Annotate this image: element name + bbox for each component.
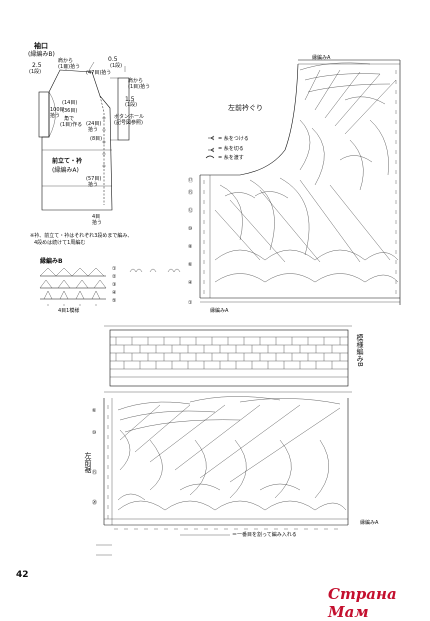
hem-row-num-15: ⑮ <box>92 470 98 476</box>
edging-a-bottom-label: 縁編みA <box>210 308 229 314</box>
row-num-12: ⑫ <box>188 208 194 214</box>
pickup-100-label-2: 拾う <box>50 113 61 119</box>
legend-join: = 糸をつける <box>218 136 249 142</box>
dim-0-5: 0.5 <box>108 56 118 63</box>
pickup-57-label: (57目) <box>86 176 102 182</box>
edging-b-chart <box>39 267 181 306</box>
row-num-1: ① <box>188 300 193 306</box>
buttonhole-label-2: (記号図参照) <box>114 120 143 126</box>
edging-b-row-3: ③ <box>112 282 117 288</box>
neck-pick-right: 肩から <box>128 78 144 84</box>
pickup-arrows <box>65 61 126 73</box>
edging-a-hem-label: 縁編みA <box>360 520 379 526</box>
edging-b-repeat: 4目1模様 <box>58 308 80 314</box>
dim-0-5-unit: (1段) <box>110 63 123 69</box>
dim-2-5: 2.5 <box>32 62 42 69</box>
body-outline <box>41 69 113 211</box>
cut-yarn-symbol <box>208 147 215 153</box>
row-num-6: ⑥ <box>188 262 193 268</box>
pickup-24-label-2: 拾う <box>88 127 99 133</box>
front-band-title: 前立て・衿 <box>52 158 83 165</box>
pattern-b-label: 模様編みB <box>356 334 364 367</box>
shoulder-pick-label-2: (1目)拾う <box>58 64 81 70</box>
cuff-title: 袖口 <box>34 42 48 50</box>
left-neck-label: 左前衿ぐり <box>228 104 263 112</box>
join-yarn-symbol <box>208 135 215 141</box>
right-band-strip <box>117 77 130 141</box>
dim-1-5-unit: (1段) <box>125 102 138 108</box>
pattern-b-band-chart <box>104 325 352 393</box>
schematic-note-2: 4段めは続けて1周編む <box>34 240 86 246</box>
shoulder-pick-label: 肩から <box>58 58 74 64</box>
front-band-stitch: (縁編みA) <box>52 167 79 174</box>
cuff-stitch-label: (縁編みB) <box>28 51 55 58</box>
buttonhole-marks <box>102 116 106 168</box>
edging-b-row-2: ② <box>112 274 117 280</box>
pickup-57-label-2: 拾う <box>88 182 99 188</box>
edging-b-title: 縁編みB <box>40 258 63 265</box>
edging-b-row-4: ④ <box>112 290 117 296</box>
neck-edging-chart <box>199 59 401 305</box>
hem-row-num-10: ⑩ <box>92 430 97 436</box>
carry-yarn-symbol <box>205 155 215 159</box>
garment-schematic <box>38 61 130 211</box>
corner-label-2: (1目)作る <box>60 122 83 128</box>
legend-symbols <box>205 135 215 159</box>
dim-1-5: 1.5 <box>125 96 135 103</box>
brand-watermark: Страна Мам <box>328 585 397 621</box>
pickup-36-label: (36目) <box>62 108 78 114</box>
dim-2-5-unit: (1段) <box>29 69 42 75</box>
pickup-100-label: 100目 <box>50 107 65 113</box>
pickup-4-label-2: 拾う <box>92 220 103 226</box>
row-num-10: ⑩ <box>188 226 193 232</box>
pickup-14-label: (14目) <box>62 100 78 106</box>
armhole-line <box>48 91 56 138</box>
pickup-47-label: (47目)拾う <box>86 70 112 76</box>
pickup-24-label: (24目) <box>86 121 102 127</box>
hem-row-num-20: ⑳ <box>92 500 98 506</box>
page-number: 42 <box>16 570 29 580</box>
buttonhole-label: ボタンホール <box>114 114 145 120</box>
first-row-note: ＝一番目を割って編み入れる <box>232 532 297 538</box>
pickup-4-label: 4目 <box>92 214 101 220</box>
left-hem-label: 左前裾 <box>84 452 92 473</box>
edging-a-top-label: 縁編みA <box>312 55 331 61</box>
edging-b-row-5: ⑤ <box>112 298 117 304</box>
row-num-17: ⑰ <box>188 178 194 184</box>
left-hem-chart <box>96 396 349 556</box>
neck-pick-right-2: (1目)拾う <box>128 84 151 90</box>
pickup-8-label: (8目) <box>90 136 103 142</box>
legend-cut: = 糸を切る <box>218 146 244 152</box>
row-num-15: ⑮ <box>188 190 194 196</box>
row-num-4: ④ <box>188 280 193 286</box>
schematic-note: ※衿、前立て・衿はそれぞれ3段めまで編み、 <box>30 233 133 239</box>
legend-skip: = 糸を渡す <box>218 155 244 161</box>
corner-label: 角で <box>64 116 75 122</box>
front-band-line <box>99 95 105 205</box>
band-connectors <box>110 77 118 141</box>
row-num-8: ⑧ <box>188 244 193 250</box>
edging-b-row-1: ① <box>112 266 117 272</box>
sleeve-cuff-box <box>38 91 50 138</box>
hem-row-num-6: ⑥ <box>92 408 97 414</box>
